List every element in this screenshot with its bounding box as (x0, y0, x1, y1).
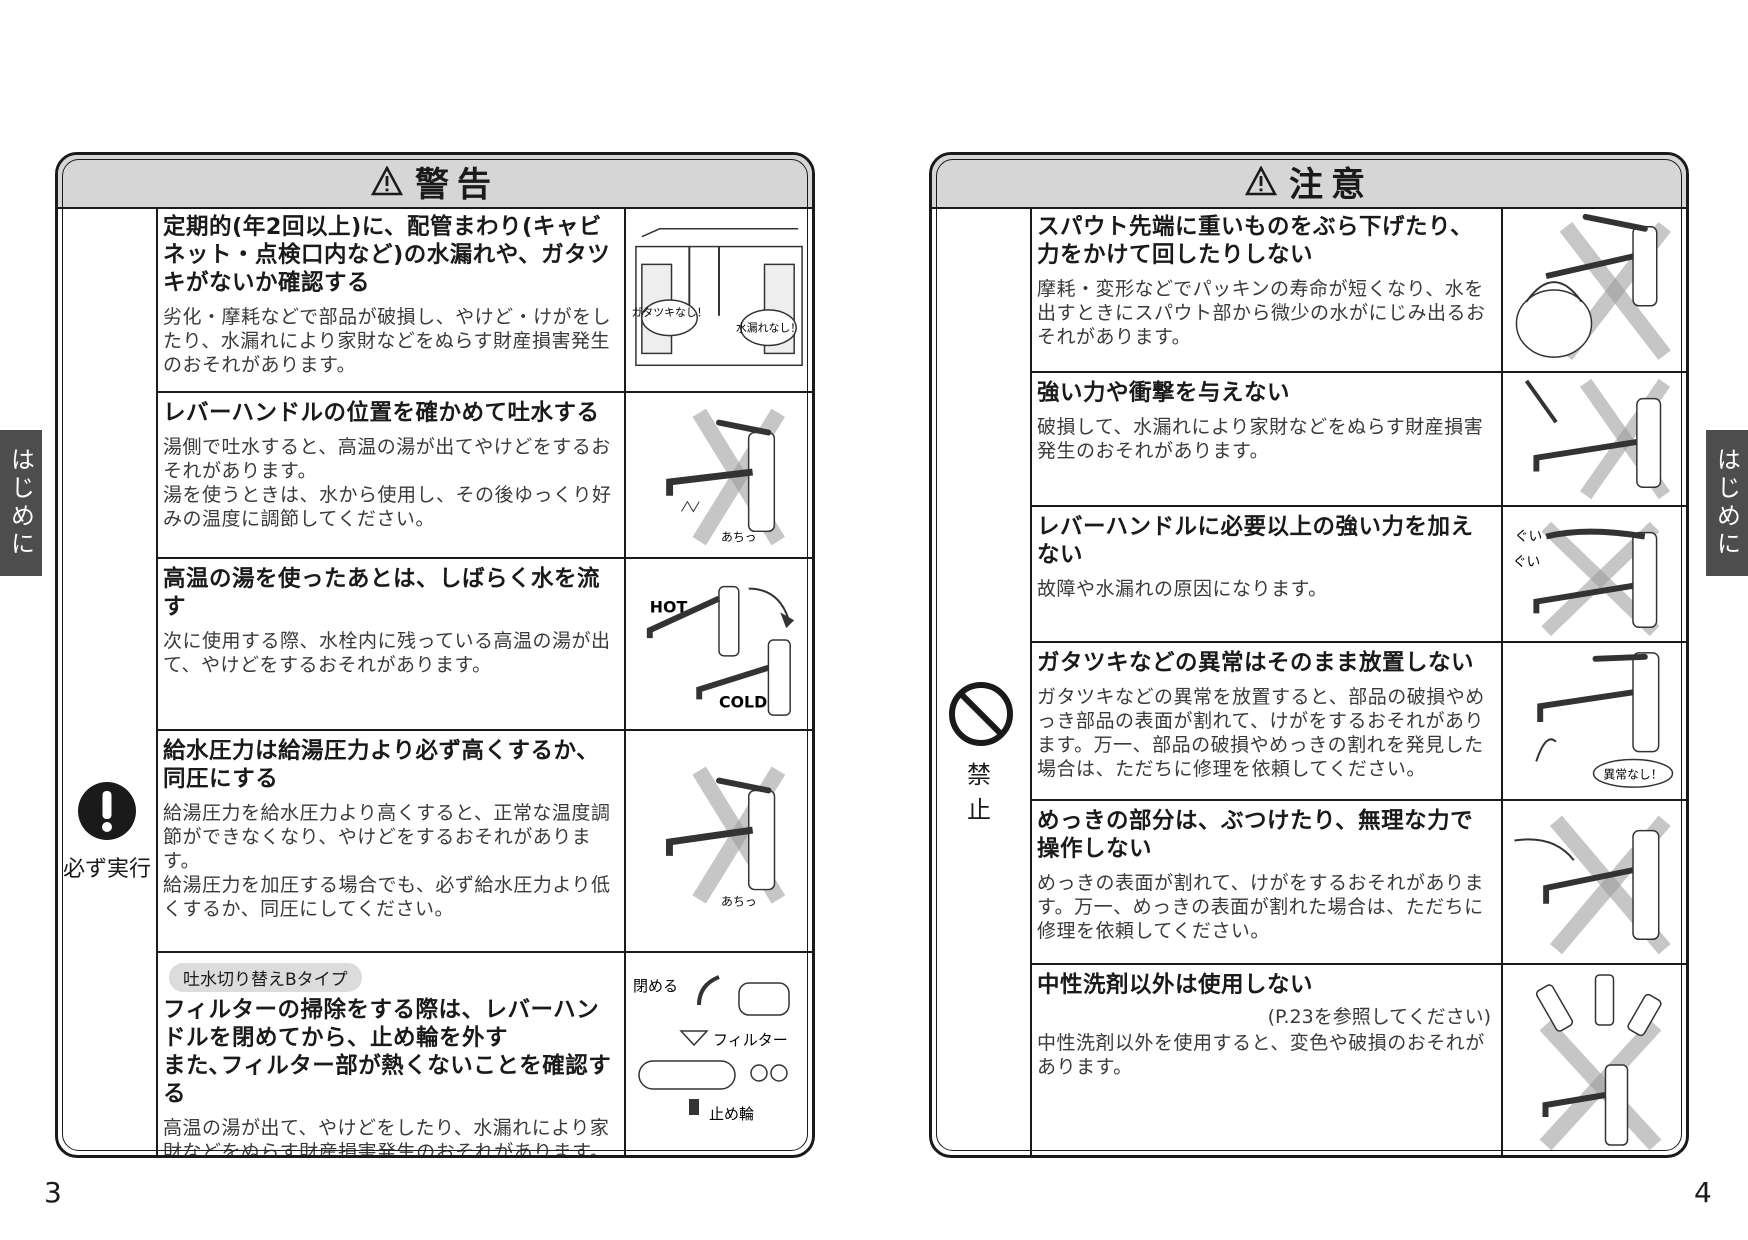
filter-illustration: 閉める フィルター 止め輪 (626, 953, 812, 1155)
faucet-hot-cold-illustration: HOT COLD (626, 559, 812, 729)
impact-faucet-illustration (1503, 373, 1686, 505)
row-heading: スパウト先端に重いものをぶら下げたり、力をかけて回したりしない (1037, 214, 1474, 268)
mandatory-label: 必ず実行 (62, 857, 151, 882)
warning-panel: 警告 必ず実行 定期的(年2回以上)に、配管まわり(キャビネット・点検口内など)… (55, 152, 815, 1158)
warning-row: レバーハンドルの位置を確かめて吐水する 湯側で吐水すると、高温の湯が出てやけどを… (156, 393, 812, 559)
row-heading: レバーハンドルに必要以上の強い力を加えない (1037, 514, 1474, 568)
faucet-pressure-illustration: あちっ (626, 731, 812, 951)
caution-panel: 注意 禁止 スパウト先端に重いものをぶら下げたり、力をかけて回したりしない 摩耗… (929, 152, 1689, 1158)
prohibited-mark: 禁止 (932, 681, 1030, 825)
type-badge: 吐水切り替えBタイプ (169, 963, 362, 992)
label-push-2: ぐい (1513, 554, 1541, 570)
caution-header: 注意 (932, 155, 1686, 209)
prohibited-icon (949, 682, 1013, 746)
label-filter: フィルター (713, 1031, 788, 1049)
page-reference: (P.23を参照してください) (1267, 1006, 1491, 1028)
row-heading: 中性洗剤以外は使用しない (1037, 972, 1314, 998)
row-body: 摩耗・変形などでパッキンの寿命が短くなり、水を出すときにスパウト部から微少の水が… (1037, 278, 1486, 348)
plating-faucet-illustration (1503, 801, 1686, 963)
lever-force-illustration: ぐい ぐい (1503, 507, 1686, 641)
caution-row: スパウト先端に重いものをぶら下げたり、力をかけて回したりしない 摩耗・変形などで… (1030, 207, 1686, 373)
warning-header: 警告 (58, 155, 812, 209)
row-heading: 強い力や衝撃を与えない (1037, 380, 1291, 406)
faucet-hot-illustration: あちっ (626, 393, 812, 557)
row-body: ガタツキなどの異常を放置すると、部品の破損やめっき部品の表面が割れて、けがをする… (1037, 686, 1485, 780)
row-heading: レバーハンドルの位置を確かめて吐水する (163, 400, 600, 426)
inspect-faucet-illustration: 異常なし！ (1503, 643, 1686, 799)
caution-row: ガタツキなどの異常はそのまま放置しない ガタツキなどの異常を放置すると、部品の破… (1030, 643, 1686, 801)
row-body: 破損して、水漏れにより家財などをぬらす財産損害発生のおそれがあります。 (1037, 416, 1484, 462)
row-body: 高温の湯が出て、やけどをしたり、水漏れにより家財などをぬらす財産損害発生のおそれ… (163, 1117, 610, 1158)
side-tab-right: はじめに (1706, 430, 1748, 576)
caution-row: レバーハンドルに必要以上の強い力を加えない 故障や水漏れの原因になります。 ぐい… (1030, 507, 1686, 643)
row-heading: フィルターの掃除をする際は、レバーハンドルを閉めてから、止め輪を外す また､フィ… (163, 997, 612, 1107)
warning-triangle-icon (1245, 166, 1277, 196)
prohibited-label: 禁止 (967, 761, 1013, 824)
label-hot-exclaim: あちっ (721, 894, 757, 908)
label-no-wobble: ガタツキなし！ (631, 306, 707, 319)
row-body: 劣化・摩耗などで部品が破損し、やけど・けがをしたり、水漏れにより家財などをぬらす… (163, 306, 612, 376)
row-body: 故障や水漏れの原因になります。 (1037, 578, 1328, 600)
label-no-leak: 水漏れなし！ (736, 322, 801, 335)
row-heading: 高温の湯を使ったあとは、しばらく水を流す (163, 566, 601, 620)
caution-row: めっきの部分は、ぶつけたり、無理な力で操作しない めっきの表面が割れて、けがをす… (1030, 801, 1686, 965)
caution-title: 注意 (1289, 164, 1373, 205)
row-heading: 給水圧力は給湯圧力より必ず高くするか、同圧にする (163, 738, 600, 792)
row-heading: ガタツキなどの異常はそのまま放置しない (1037, 650, 1475, 676)
row-body: 次に使用する際、水栓内に残っている高温の湯が出て、やけどをするおそれがあります。 (163, 630, 611, 676)
label-snap-ring: 止め輪 (709, 1105, 754, 1123)
page-number-left: 3 (44, 1176, 62, 1209)
row-body: 中性洗剤以外を使用すると、変色や破損のおそれがあります。 (1037, 1032, 1485, 1078)
warning-row: 給水圧力は給湯圧力より必ず高くするか、同圧にする 給湯圧力を給水圧力より高くする… (156, 731, 812, 953)
side-tab-left: はじめに (0, 430, 42, 576)
row-body: 給湯圧力を給水圧力より高くすると、正常な温度調節ができなくなり、やけどをするおそ… (163, 802, 611, 920)
caution-row: 強い力や衝撃を与えない 破損して、水漏れにより家財などをぬらす財産損害発生のおそ… (1030, 373, 1686, 507)
row-heading: 定期的(年2回以上)に、配管まわり(キャビネット・点検口内など)の水漏れや、ガタ… (163, 214, 611, 296)
warning-title: 警告 (415, 164, 499, 205)
caution-category-column: 禁止 (932, 207, 1032, 1155)
label-cold: COLD (719, 692, 767, 711)
kettle-faucet-illustration (1503, 207, 1686, 371)
warning-triangle-icon (371, 166, 403, 196)
label-no-abnormal: 異常なし！ (1603, 767, 1662, 781)
detergent-illustration (1503, 965, 1686, 1155)
warning-category-column: 必ず実行 (58, 207, 158, 1155)
label-push-1: ぐい (1515, 529, 1543, 545)
caution-row: 中性洗剤以外は使用しない (P.23を参照してください) 中性洗剤以外を使用する… (1030, 965, 1686, 1155)
mandatory-mark: 必ず実行 (58, 781, 156, 883)
exclamation-circle-icon (78, 782, 136, 840)
warning-row: 高温の湯を使ったあとは、しばらく水を流す 次に使用する際、水栓内に残っている高温… (156, 559, 812, 731)
warning-row: 定期的(年2回以上)に、配管まわり(キャビネット・点検口内など)の水漏れや、ガタ… (156, 207, 812, 393)
row-heading: めっきの部分は、ぶつけたり、無理な力で操作しない (1037, 808, 1474, 862)
label-close: 閉める (633, 977, 678, 995)
row-body: 湯側で吐水すると、高温の湯が出てやけどをするおそれがあります。 湯を使うときは、… (163, 436, 612, 530)
cabinet-illustration: ガタツキなし！ 水漏れなし！ (626, 207, 812, 391)
label-hot: HOT (650, 597, 688, 616)
page-number-right: 4 (1694, 1176, 1712, 1209)
label-hot-exclaim: あちっ (721, 530, 757, 544)
warning-row: 吐水切り替えBタイプ フィルターの掃除をする際は、レバーハンドルを閉めてから、止… (156, 953, 812, 1155)
row-body: めっきの表面が割れて、けがをするおそれがあります。万一、めっきの表面が割れた場合… (1037, 872, 1484, 942)
